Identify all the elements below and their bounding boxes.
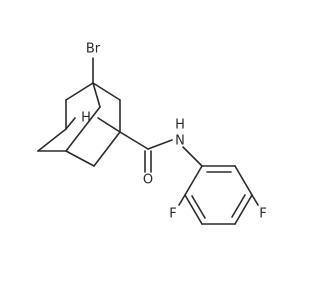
bond-n-to-ring: [182, 146, 203, 167]
bond-cq-to-carbonyl: [119, 131, 149, 150]
ring-bond-5: [184, 194, 203, 225]
bond-cbottom-to-cbottomright: [65, 150, 95, 167]
fluorine-para-label: F: [259, 207, 266, 222]
bond-cback-to-cbottom: [65, 106, 101, 152]
bond-hc-to-cq: [97, 117, 121, 133]
adamantane-cage: [37, 57, 121, 167]
atom-labels: Br H H N O F F: [81, 42, 267, 222]
carbonyl-oxygen-label: O: [143, 173, 153, 188]
amide-nitrogen-label: N: [175, 134, 185, 149]
bond-cbr-to-cleft: [65, 82, 94, 101]
bond-ring-to-f-para: [251, 194, 259, 206]
amide-nh-hydrogen-label: H: [175, 118, 185, 133]
chemical-structure-diagram: Br H H N O F F: [37, 42, 267, 225]
bromine-atom-label: Br: [86, 42, 101, 57]
bond-carbonyl-to-n: [147, 139, 173, 150]
hydrogen-atom-label: H: [81, 111, 91, 126]
bond-ring-to-f-ortho: [178, 194, 186, 206]
bond-cbr-to-cright: [92, 82, 121, 101]
bond-cbottomright-to-cq: [93, 131, 121, 167]
ring-bond-6: [184, 165, 203, 196]
fluorine-ortho-label: F: [169, 207, 176, 222]
bond-cbr-to-cback: [92, 82, 101, 108]
bond-left-bridge-to-clowleft: [37, 128, 67, 152]
ring-double-inner-2: [231, 194, 246, 218]
bond-left-bridge-to-hc: [65, 117, 76, 130]
amide-and-aryl: [119, 131, 259, 225]
ring-bond-2: [234, 165, 253, 196]
ring-double-inner-3: [191, 195, 206, 219]
ring-bond-3: [234, 194, 253, 225]
